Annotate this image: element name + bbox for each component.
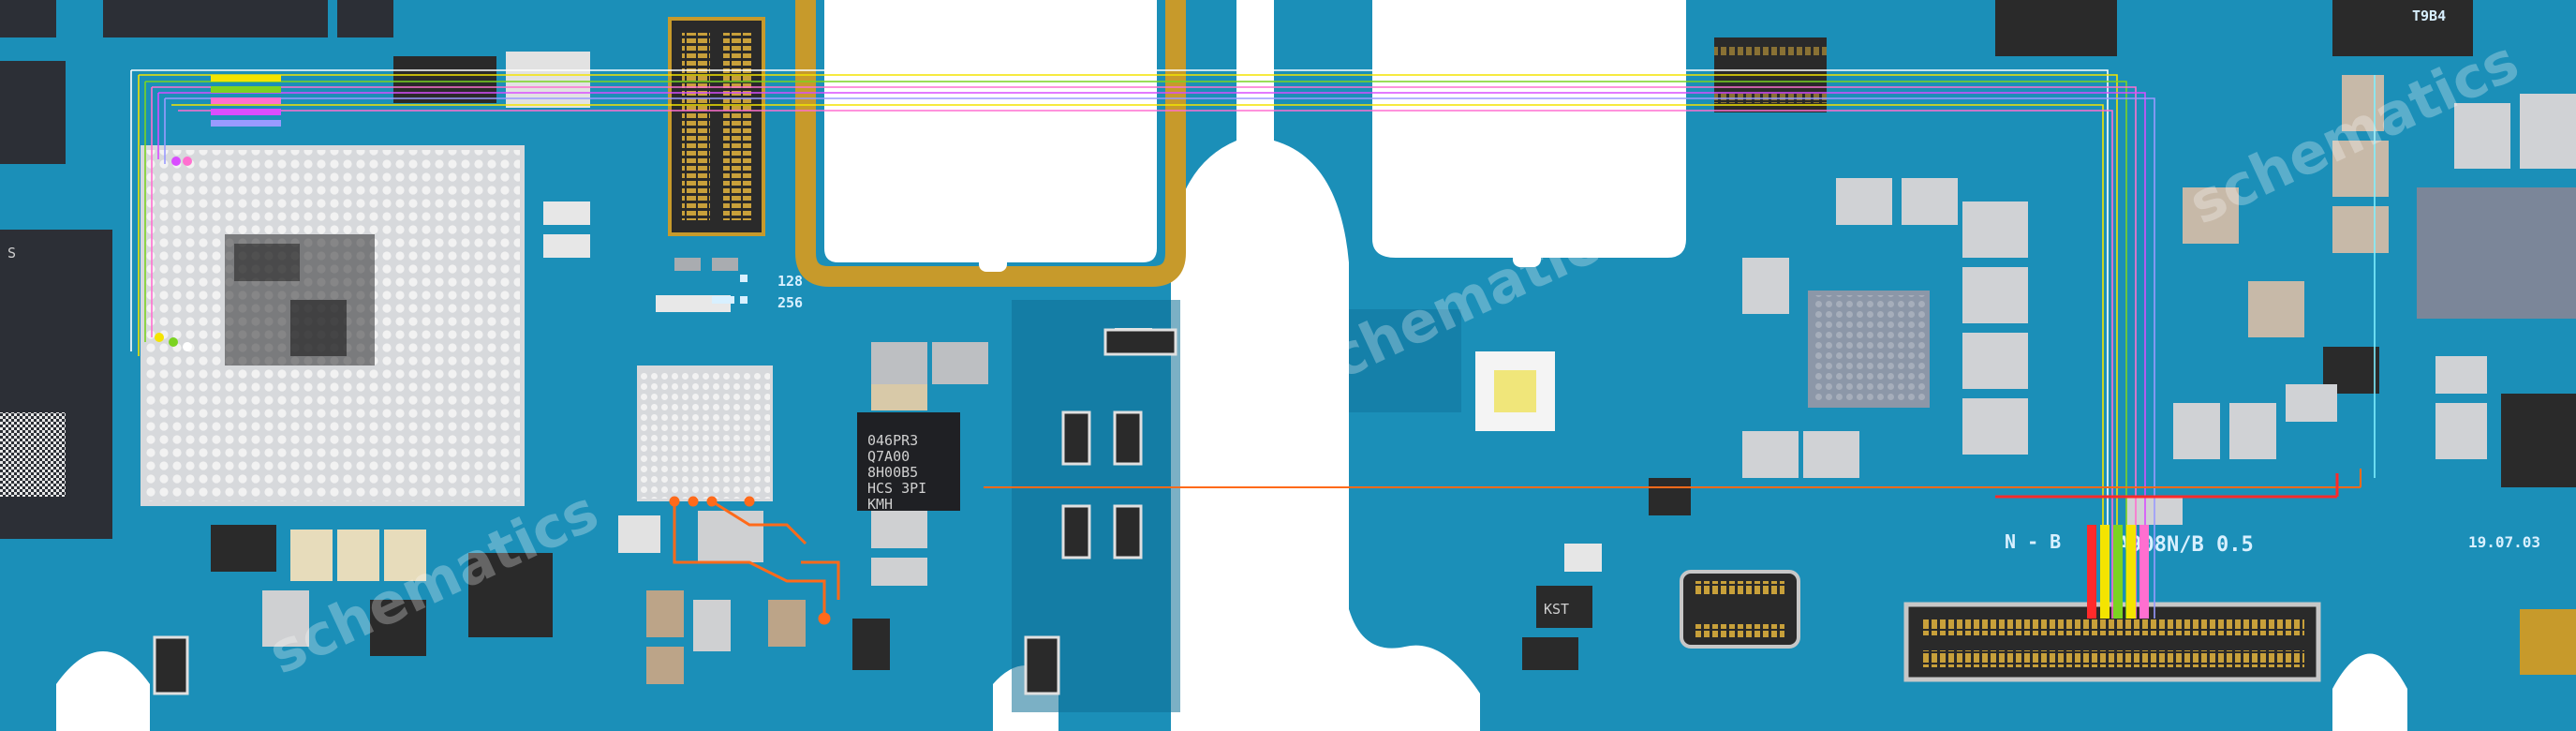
silk-model-label: N - B [2005, 530, 2061, 553]
right-components [1714, 0, 2576, 525]
small-chip-marking: KST [1544, 601, 1569, 618]
connector-endpoint-markers [2087, 525, 2149, 619]
silk-board-label: A908N/B 0.5 [2117, 533, 2254, 557]
silk-scale-128: 128 [777, 273, 803, 290]
silk-corner-code: T9B4 [2412, 7, 2446, 24]
left-chip-letter: S [7, 245, 16, 261]
pmic-marking-line4: HCS 3PI [867, 480, 926, 497]
soc-bga [141, 145, 525, 506]
vertical-connector [668, 17, 765, 236]
orange-net-highlights [669, 496, 840, 625]
flash-led [1475, 351, 1555, 431]
camera-shield-frame [795, 0, 1186, 287]
pmic-marking-line2: Q7A00 [867, 448, 910, 465]
pmic-chip: 046PR3 Q7A00 8H00B5 HCS 3PI KMH [857, 412, 960, 513]
left-components [153, 52, 1177, 695]
silk-date-label: 19.07.03 [2468, 533, 2540, 551]
small-connector-right [1680, 570, 1800, 649]
silk-scale-256: 256 [777, 294, 803, 311]
pmic-marking-line1: 046PR3 [867, 432, 918, 449]
trace-endpoint-markers [155, 75, 281, 351]
pmic-marking-line5: KMH [867, 496, 893, 513]
signal-traces [130, 69, 2376, 619]
pmic-marking-line3: 8H00B5 [867, 464, 918, 481]
small-chip-kst: KST [1536, 586, 1592, 628]
left-memory-chip: S [0, 230, 112, 539]
second-bga [637, 366, 773, 501]
